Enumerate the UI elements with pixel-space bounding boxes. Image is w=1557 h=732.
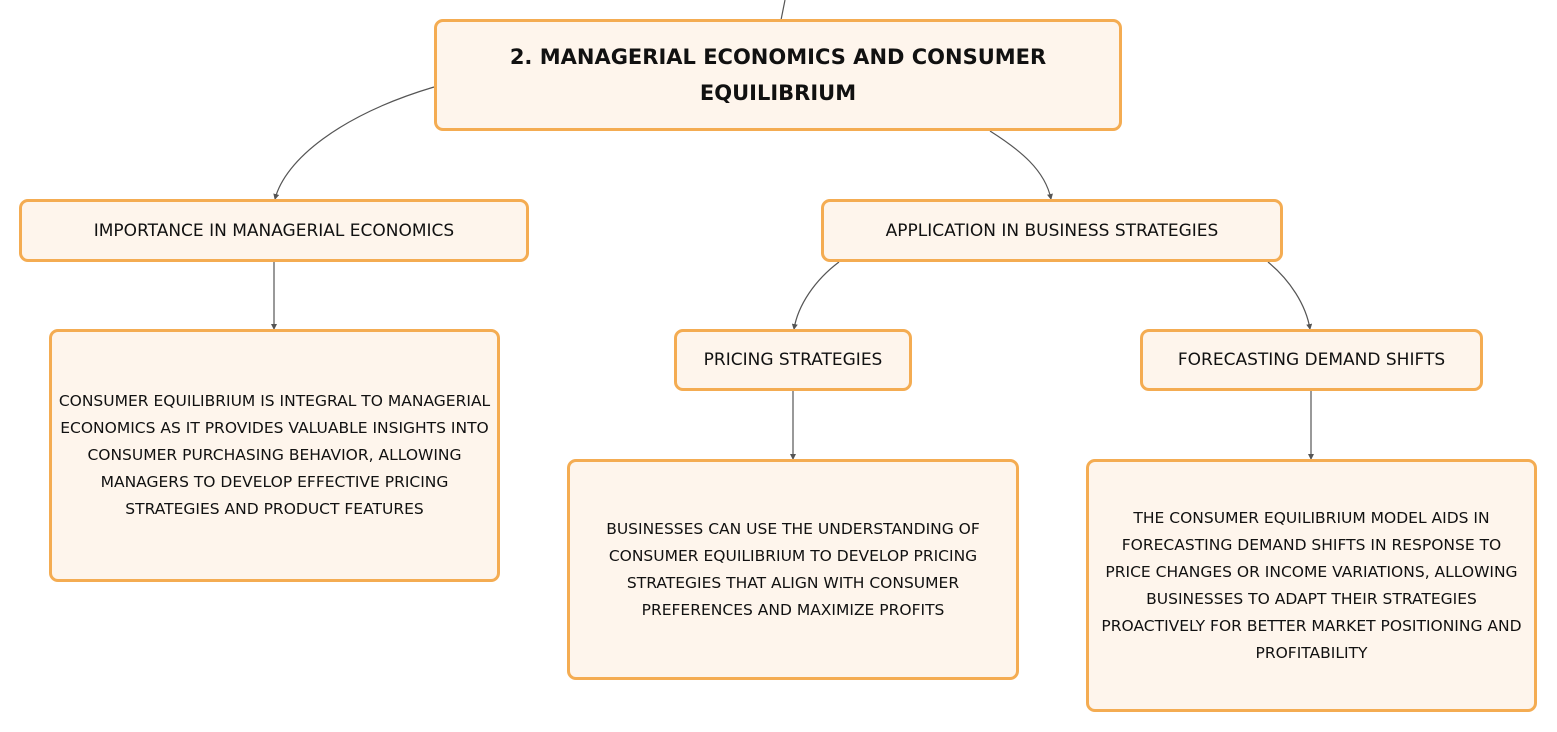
pricing-description: BUSINESSES CAN USE THE UNDERSTANDING OF … bbox=[606, 519, 980, 619]
child-label-pricing: PRICING STRATEGIES bbox=[703, 350, 883, 370]
forecasting-description-node[interactable]: THE CONSUMER EQUILIBRIUM MODEL AIDS IN F… bbox=[1086, 459, 1537, 712]
connector-application-to-pricing bbox=[791, 261, 840, 330]
child-node-pricing[interactable]: PRICING STRATEGIES bbox=[674, 329, 912, 391]
forecasting-description: THE CONSUMER EQUILIBRIUM MODEL AIDS IN F… bbox=[1101, 508, 1522, 662]
branch-node-application[interactable]: APPLICATION IN BUSINESS STRATEGIES bbox=[821, 199, 1283, 262]
child-node-forecasting[interactable]: FORECASTING DEMAND SHIFTS bbox=[1140, 329, 1483, 391]
importance-description: CONSUMER EQUILIBRIUM IS INTEGRAL TO MANA… bbox=[58, 392, 491, 518]
connector-incoming bbox=[780, 0, 786, 21]
connector-application-to-forecasting bbox=[1267, 261, 1313, 330]
pricing-description-node[interactable]: BUSINESSES CAN USE THE UNDERSTANDING OF … bbox=[567, 459, 1019, 680]
importance-description-node[interactable]: CONSUMER EQUILIBRIUM IS INTEGRAL TO MANA… bbox=[49, 329, 500, 582]
branch-node-importance[interactable]: IMPORTANCE IN MANAGERIAL ECONOMICS bbox=[19, 199, 529, 262]
connector-root-to-application bbox=[989, 130, 1053, 200]
branch-label-importance: IMPORTANCE IN MANAGERIAL ECONOMICS bbox=[93, 220, 455, 241]
branch-label-application: APPLICATION IN BUSINESS STRATEGIES bbox=[885, 220, 1219, 241]
child-label-forecasting: FORECASTING DEMAND SHIFTS bbox=[1177, 350, 1446, 370]
connector-root-to-importance bbox=[273, 86, 435, 200]
root-node[interactable]: 2. MANAGERIAL ECONOMICS AND CONSUMER EQU… bbox=[434, 19, 1122, 131]
root-title: 2. MANAGERIAL ECONOMICS AND CONSUMER EQU… bbox=[509, 45, 1047, 105]
